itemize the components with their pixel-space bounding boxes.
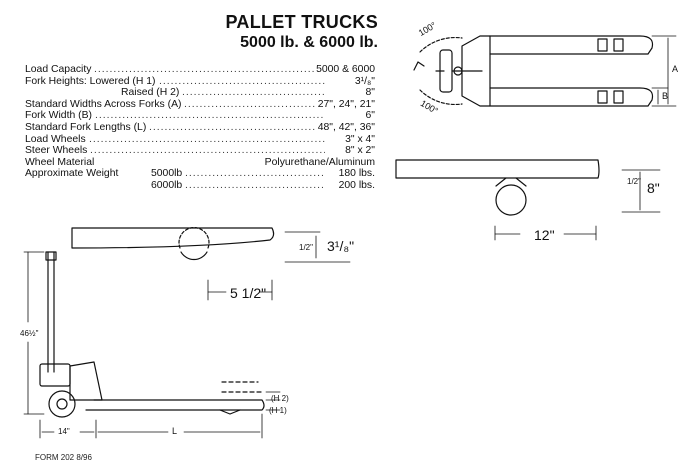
spec-value: 48", 42", 36"	[315, 121, 375, 134]
chassis-side	[69, 361, 103, 401]
dot-leader: ........................................…	[95, 110, 325, 122]
steer-arrow-top	[413, 61, 425, 71]
hydraulic-pump	[39, 363, 71, 387]
side-height-dim-label: 46½"	[20, 329, 39, 338]
dot-leader: ........................................…	[90, 145, 325, 157]
fork-raised-dashed	[221, 381, 263, 393]
spec-value: 8"	[363, 87, 375, 99]
top-view-drawing	[413, 35, 677, 107]
dim-318-extension	[284, 231, 351, 263]
dim-a-extension	[651, 35, 677, 107]
spec-value: 27", 24", 21"	[315, 98, 375, 111]
spec-row: Fork Heights: Lowered (H 1).............…	[25, 75, 375, 88]
side-h1-label: (H 1)	[269, 406, 287, 415]
spec-row: Standard Widths Across Forks (A)........…	[25, 98, 375, 111]
steer-wheel-bracket	[495, 177, 527, 187]
load-length-dim-label: 5 1/2"	[230, 285, 267, 301]
side-length-dim-label: L	[172, 426, 178, 436]
spec-row: Load Wheels.............................…	[25, 133, 375, 146]
load-roller-side	[219, 409, 241, 415]
spec-label: Raised (H 2)	[121, 87, 180, 99]
side-h2-label: (H 2)	[271, 394, 289, 403]
handle-grip-side	[45, 251, 57, 261]
spec-value: 8" x 2"	[343, 145, 375, 157]
steer-length-dim-label: 12"	[534, 227, 555, 243]
dim-a-label: A	[672, 64, 679, 74]
fork-profile-steer	[395, 159, 600, 179]
spec-label: Load Wheels	[25, 133, 86, 145]
load-small-dim-label: 1/2"	[299, 243, 313, 252]
spec-value: 200 lbs.	[336, 179, 375, 192]
spec-row: Standard Fork Lengths (L)...............…	[25, 121, 375, 134]
dot-leader: ........................................…	[184, 98, 325, 110]
dim-512-ticks	[207, 279, 273, 301]
spec-row: Raised (H 2)............................…	[25, 87, 375, 99]
dot-leader: ........................................…	[182, 87, 325, 99]
spec-value: 180 lbs.	[336, 168, 375, 180]
spec-table: Load Capacity...........................…	[25, 64, 375, 192]
dot-leader: ........................................…	[89, 133, 325, 145]
spec-label: Standard Widths Across Forks (A)	[25, 98, 182, 110]
spec-value: 5000 & 6000	[314, 64, 375, 76]
fork-side	[85, 399, 265, 411]
spec-value: 6"	[363, 110, 375, 122]
spec-label: Wheel Material	[25, 156, 95, 168]
page-title: PALLET TRUCKS	[225, 12, 378, 32]
spec-sub-label: 6000lb	[151, 179, 183, 191]
dim-b-label: B	[662, 91, 669, 101]
dim-8-extension	[621, 169, 661, 213]
steer-wheel-hub	[56, 398, 68, 410]
fork-lower	[489, 87, 654, 107]
steer-arc-top	[419, 36, 463, 53]
dot-leader: ........................................…	[185, 168, 325, 180]
steer-arc-bottom	[419, 89, 463, 106]
spec-row: Approximate Weight 5000lb................…	[25, 168, 375, 180]
load-wheel-slot-1	[597, 38, 608, 52]
side-base-dim-label: 14"	[58, 427, 70, 436]
spec-row: Fork Width (B)..........................…	[25, 110, 375, 122]
load-wheel-slot-3	[597, 90, 608, 104]
form-id: FORM 202 8/96	[35, 453, 92, 462]
load-wheel-drawing	[71, 227, 351, 301]
spec-value: 3¹/₈"	[352, 75, 375, 88]
spec-label: Fork Width (B)	[25, 110, 92, 122]
dim-height-ticks	[23, 251, 45, 415]
load-wheel-slot-2	[613, 38, 624, 52]
spec-label: Fork Heights: Lowered (H 1)	[25, 75, 156, 87]
dim-14-ticks	[39, 419, 97, 439]
steer-big-dim-label: 8"	[647, 180, 660, 196]
page-subtitle: 5000 lb. & 6000 lb.	[240, 34, 378, 51]
handle-tube	[47, 251, 55, 373]
fork-upper	[489, 35, 654, 55]
dim-12-ticks	[494, 225, 597, 241]
steer-wheel-drawing	[395, 159, 661, 241]
spec-row: Wheel Material Polyurethane/Aluminum	[25, 156, 375, 169]
spec-row: 6000lb..................................…	[25, 179, 375, 192]
spec-sub-label: 5000lb	[151, 168, 183, 180]
load-big-dim-label: 3¹/₈"	[327, 238, 355, 254]
spec-row: Load Capacity...........................…	[25, 64, 375, 76]
spec-value: Polyurethane/Aluminum	[262, 156, 375, 169]
spec-value: 3" x 4"	[343, 133, 375, 146]
dot-leader: ........................................…	[185, 179, 325, 191]
steer-small-dim-label: 1/2"	[627, 177, 641, 186]
spec-row: Steer Wheels............................…	[25, 145, 375, 157]
side-view-drawing	[23, 251, 281, 439]
dim-h-extensions	[265, 391, 281, 411]
spec-label: Steer Wheels	[25, 145, 88, 157]
spec-label: Standard Fork Lengths (L)	[25, 121, 147, 133]
load-wheel-slot-4	[613, 90, 624, 104]
load-wheel	[180, 251, 208, 261]
dot-leader: ........................................…	[94, 64, 325, 75]
load-wheel-hidden	[178, 227, 210, 249]
fork-profile-load	[71, 227, 275, 249]
dot-leader: ........................................…	[149, 121, 325, 133]
steer-wheel-side	[48, 390, 76, 418]
steer-wheel	[495, 184, 527, 216]
spec-label: Approximate Weight	[25, 168, 119, 180]
dot-leader: ........................................…	[159, 75, 325, 87]
spec-label: Load Capacity	[25, 64, 92, 75]
